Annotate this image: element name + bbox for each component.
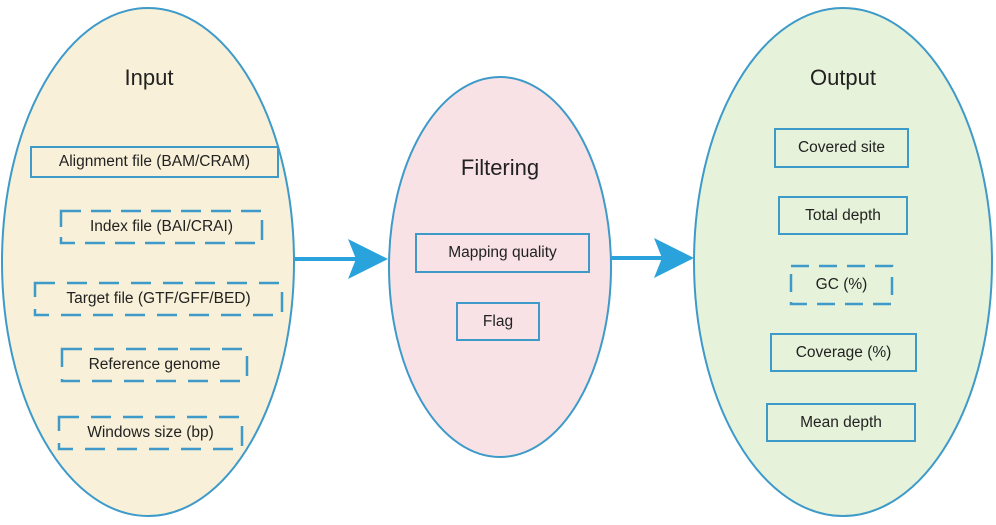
input-item-alignment-file: Alignment file (BAM/CRAM)	[30, 146, 279, 178]
reference-genome-box-border	[60, 347, 249, 383]
index-file-box-border	[59, 209, 264, 245]
windows-size-box-border	[57, 415, 244, 451]
output-ellipse	[693, 7, 993, 517]
input-item-target-file: Target file (GTF/GFF/BED)	[66, 290, 251, 307]
input-item-reference-genome: Reference genome	[88, 356, 221, 373]
filtering-item-flag: Flag	[456, 302, 540, 341]
input-title: Input	[124, 65, 174, 90]
gc-box-border	[789, 264, 894, 306]
output-item-coverage: Coverage (%)	[770, 333, 917, 372]
input-ellipse	[1, 7, 295, 517]
output-item-mean-depth: Mean depth	[766, 403, 916, 442]
output-item-total-depth: Total depth	[778, 196, 908, 235]
input-item-windows-size: Windows size (bp)	[87, 424, 214, 441]
filtering-ellipse	[388, 76, 612, 458]
target-file-box-border	[33, 281, 284, 317]
filtering-title: Filtering	[460, 155, 540, 180]
output-title: Output	[809, 65, 877, 90]
input-item-index-file: Index file (BAI/CRAI)	[90, 218, 233, 235]
filtering-item-mapping-quality: Mapping quality	[415, 233, 590, 273]
arrow-filtering-to-output	[611, 238, 694, 278]
output-item-covered-site: Covered site	[774, 128, 909, 168]
output-item-gc: GC (%)	[815, 276, 868, 293]
arrow-input-to-filtering	[295, 239, 388, 279]
